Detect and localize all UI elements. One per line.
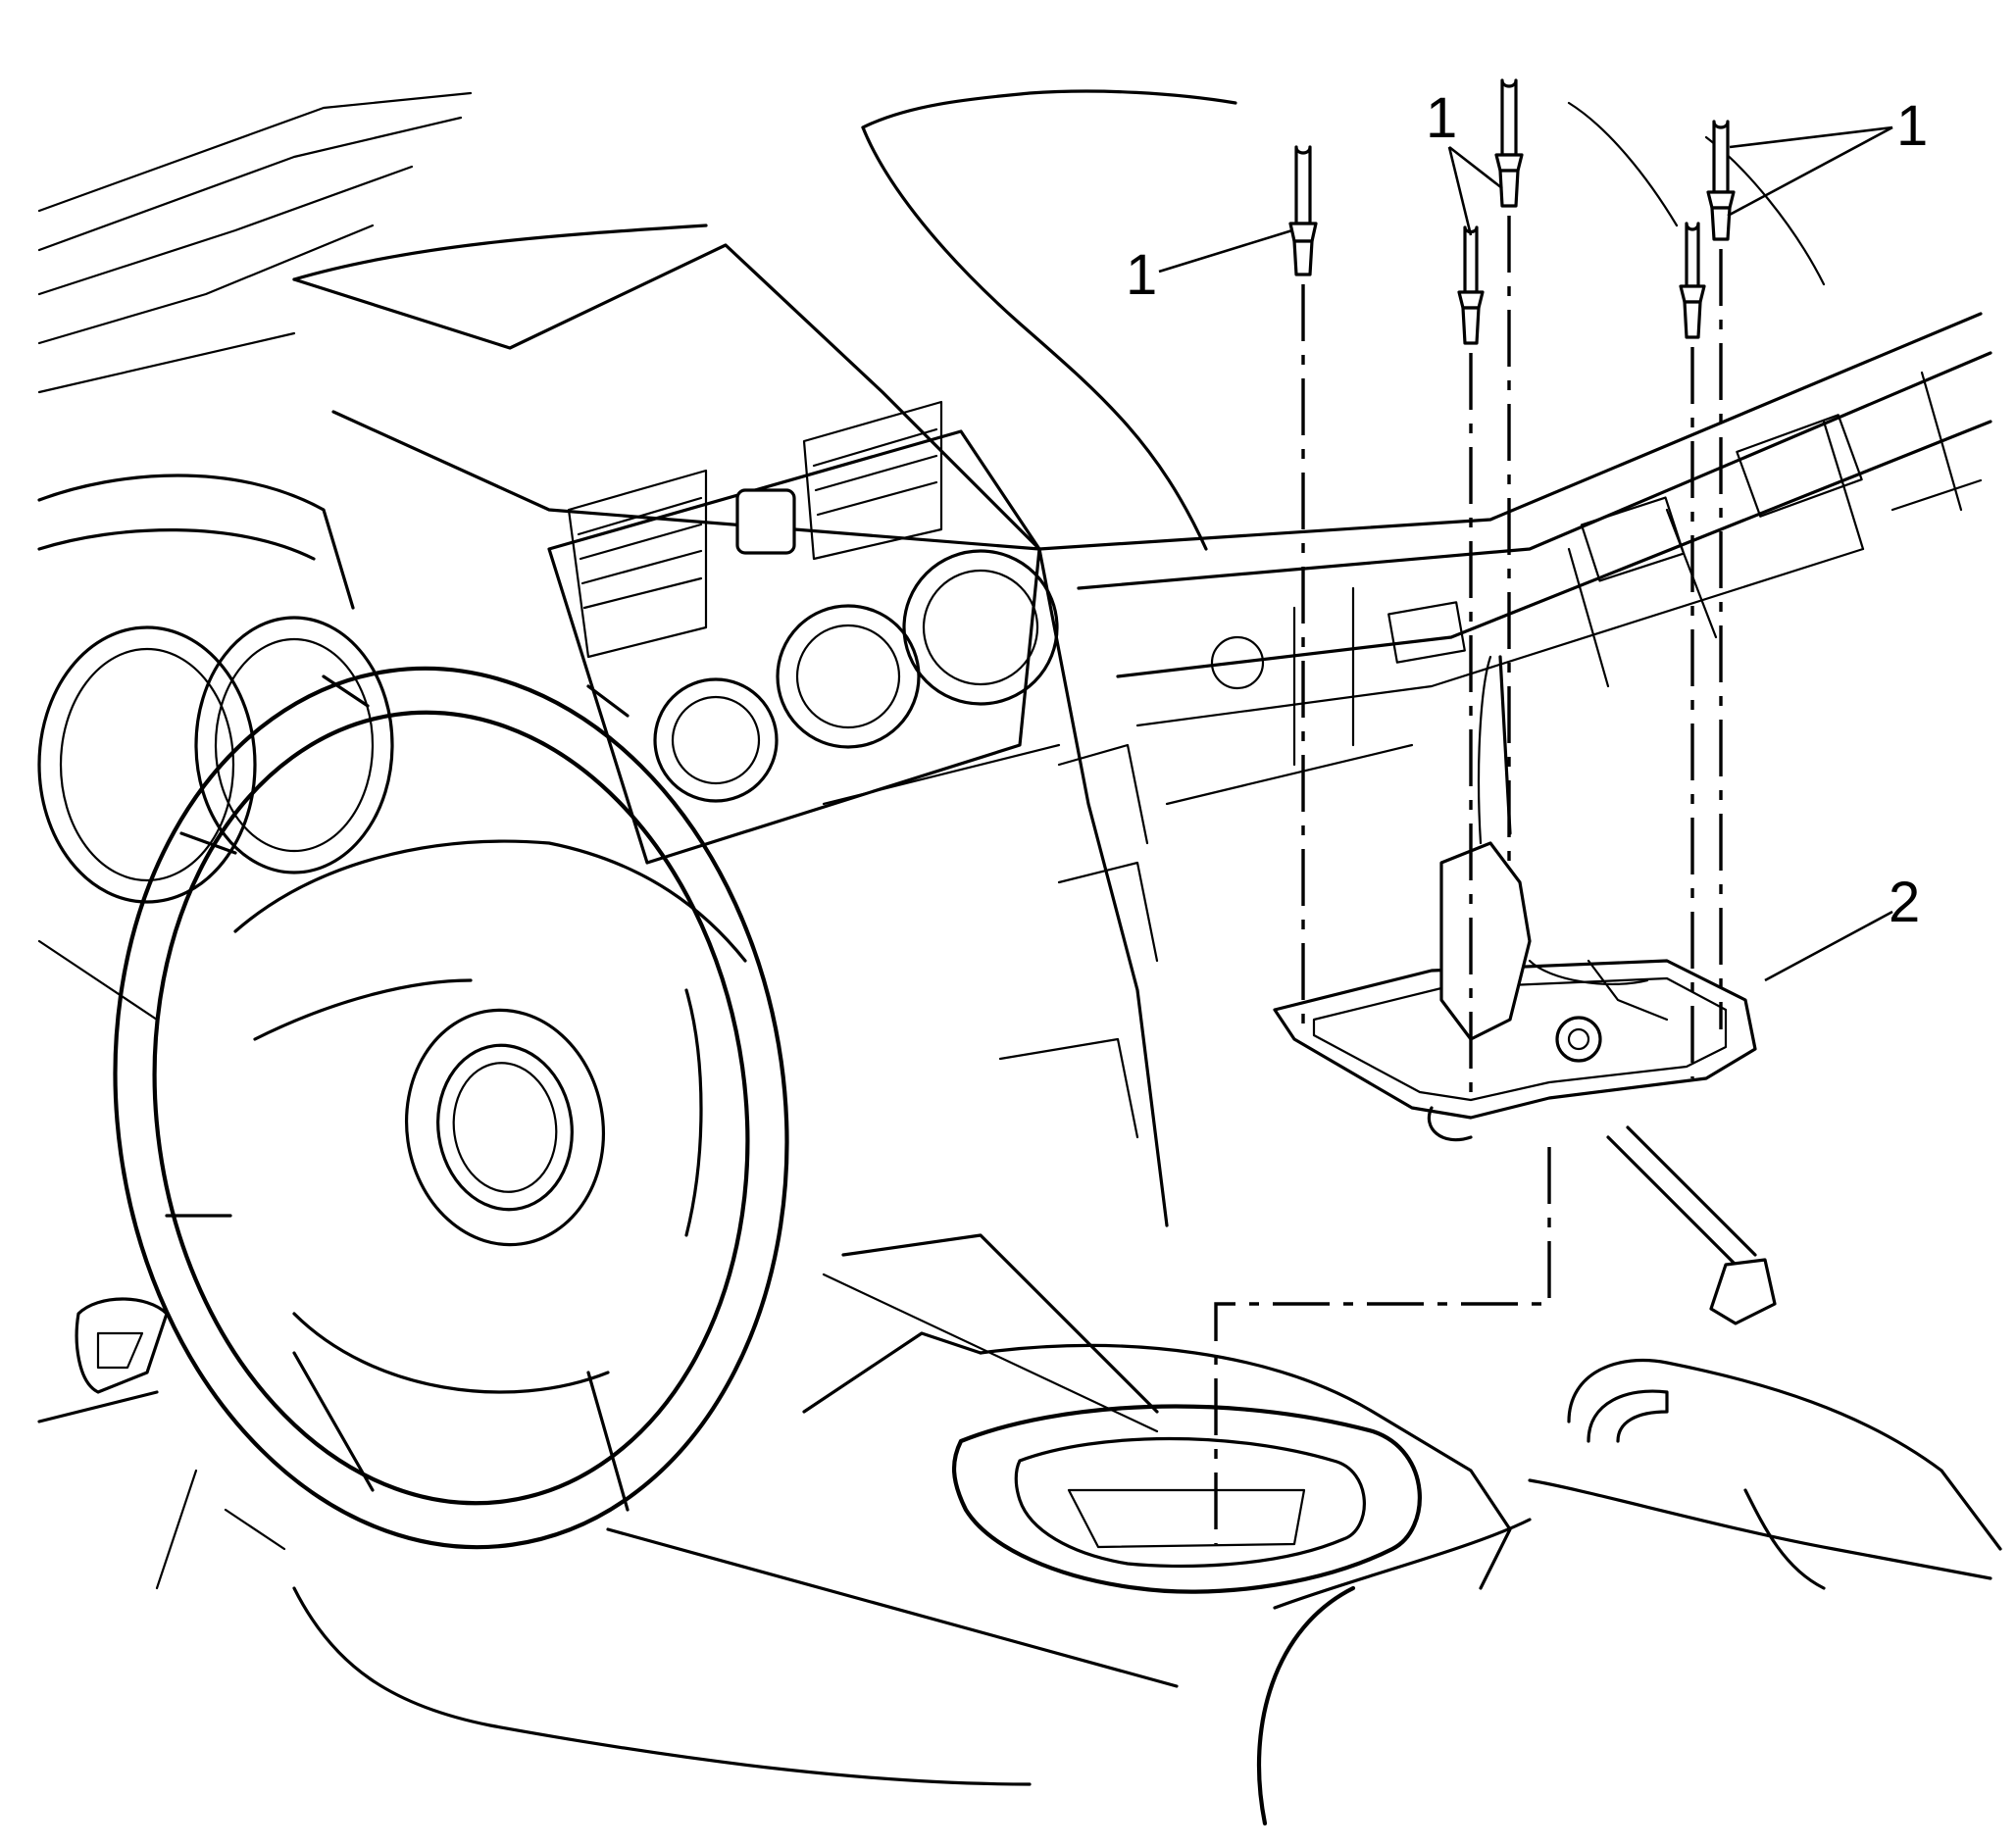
- shifter-assembly: [1273, 655, 1777, 1325]
- fastener-pin-right-front: [1679, 222, 1706, 339]
- instrument-cluster: [37, 474, 394, 1022]
- callout-fastener-center: 1: [1426, 86, 1457, 150]
- callout-fastener-left: 1: [1126, 243, 1157, 307]
- callout-fastener-right: 1: [1896, 94, 1928, 158]
- console-opening: [802, 1331, 1512, 1594]
- center-stack: [547, 400, 1169, 1227]
- fastener-pin-left: [1288, 145, 1318, 276]
- windshield-outline: [37, 89, 1826, 551]
- climate-knob: [653, 549, 1059, 803]
- air-vent: [567, 400, 943, 659]
- callout-shifter-assembly: 2: [1889, 871, 1920, 934]
- fastener-pin-center-right: [1494, 78, 1524, 208]
- alignment-lines: [1214, 216, 1723, 1544]
- fastener-pin-right-rear: [1706, 120, 1736, 241]
- fastener-pin-center-left: [1457, 225, 1485, 345]
- horn-pad: [404, 1008, 606, 1247]
- leader-lines: [1158, 125, 1893, 982]
- seat: [1256, 1358, 2002, 1826]
- steering-wheel: [113, 666, 789, 1590]
- instrument-panel: [292, 224, 1992, 806]
